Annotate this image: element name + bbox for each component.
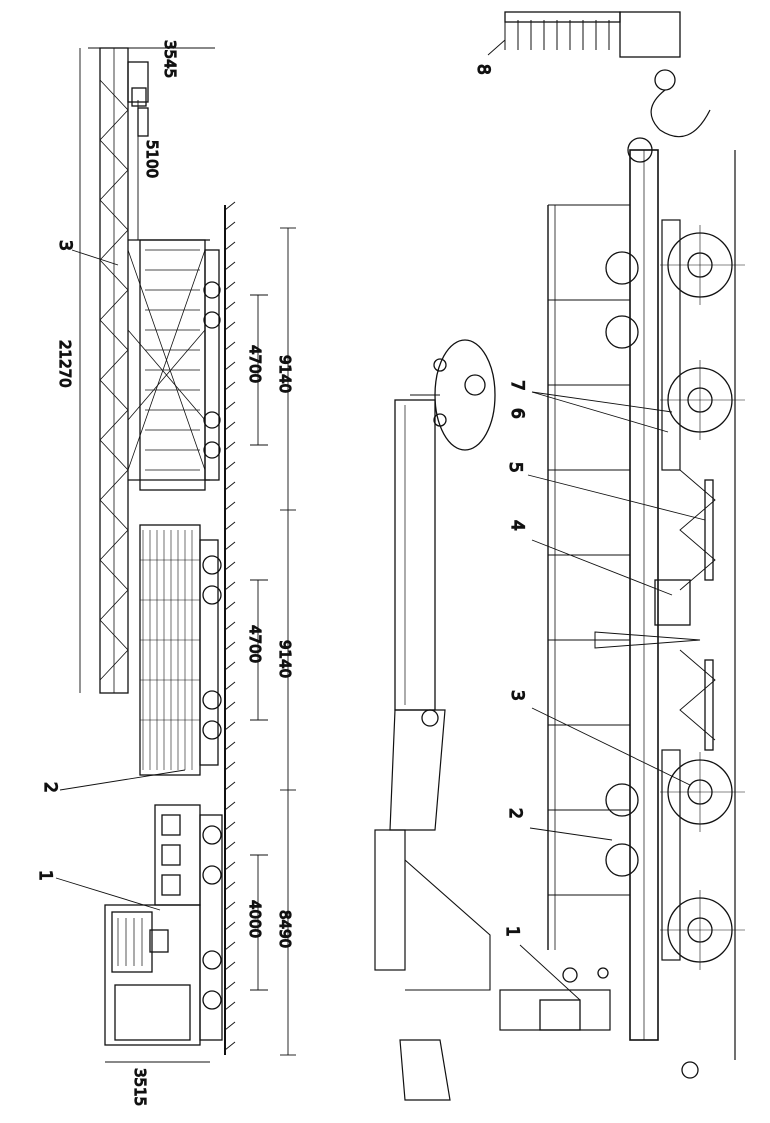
dim-overall-top-width: 3545 xyxy=(161,40,179,78)
coupler-bottom xyxy=(681,1061,699,1079)
callout-leaders-left xyxy=(55,249,186,911)
dim-loco-length: 8490 xyxy=(276,910,294,948)
callout-left-1: 1 xyxy=(35,870,55,881)
callout-left-3: 3 xyxy=(55,240,75,251)
dim-wagon-length-1: 9140 xyxy=(276,355,294,393)
rollers xyxy=(605,251,639,877)
callout-right-8: 8 xyxy=(473,64,493,75)
locomotive xyxy=(104,804,223,1046)
dim-overall-bottom-width: 3515 xyxy=(131,1068,149,1106)
callout-right-2: 2 xyxy=(505,808,525,819)
wagon-1 xyxy=(139,239,221,491)
dim-spacing-top: 5100 xyxy=(143,140,161,178)
dim-loco-base: 4000 xyxy=(246,900,264,938)
callout-right-1: 1 xyxy=(502,926,522,937)
callout-right-6: 6 xyxy=(507,408,527,419)
right-view-crane-car: 1 2 3 4 5 6 7 8 xyxy=(374,11,745,1101)
callout-left-2: 2 xyxy=(40,782,60,793)
wagon-2 xyxy=(139,524,222,776)
central-mechanism xyxy=(594,469,716,751)
crane-boom xyxy=(374,399,491,991)
dim-total-length: 21270 xyxy=(56,340,74,388)
coupler-top xyxy=(504,11,711,163)
callout-leaders-right xyxy=(487,39,706,1001)
callout-right-4: 4 xyxy=(507,520,527,531)
wheels xyxy=(660,225,745,970)
dimension-lines-left xyxy=(79,47,296,1063)
callout-right-5: 5 xyxy=(505,462,525,473)
dim-wagon-length-2: 9140 xyxy=(276,640,294,678)
hoist-assembly xyxy=(410,339,496,451)
callout-right-3: 3 xyxy=(507,690,527,701)
operator-cabin xyxy=(399,967,611,1101)
dim-wagon-base-2: 4700 xyxy=(246,625,264,663)
ground-hatching xyxy=(224,201,236,1051)
gantry-boom xyxy=(99,47,149,694)
callout-right-7: 7 xyxy=(507,380,527,391)
dim-wagon-base-1: 4700 xyxy=(246,345,264,383)
left-view-train: 3545 5100 21270 4700 9140 4700 9140 4000… xyxy=(34,39,296,1107)
